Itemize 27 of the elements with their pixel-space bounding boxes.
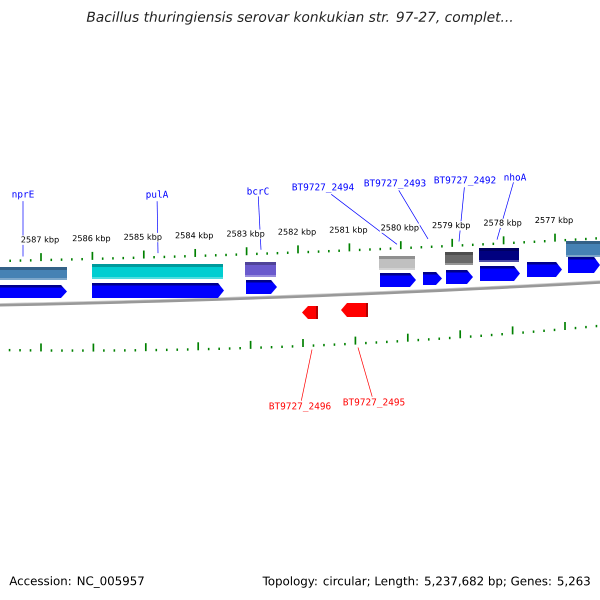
tick-label: 2584 kbp [174, 231, 214, 241]
leader-line [398, 190, 428, 240]
gene-label: nprE [12, 190, 34, 200]
footer-text: Topology: circular; Length: 5,237,682 bp; Genes: 5,263 [262, 576, 590, 588]
tick-label: 2577 kbp [534, 216, 574, 226]
gene-label: BT9727_2494 [292, 183, 354, 193]
gene-label: pulA [146, 190, 168, 200]
tick-label: 2583 kbp [226, 230, 266, 239]
leader-line [358, 347, 373, 398]
tick-label: 2579 kbp [431, 221, 472, 231]
leader-line [300, 349, 312, 402]
tick-label: 2580 kbp [380, 224, 420, 233]
gene-label: BT9727_2495 [344, 398, 404, 408]
tick-label: 2578 kbp [482, 218, 523, 228]
gene-label: bcrC [248, 187, 269, 195]
footer-text: Accession: NC_005957 [9, 576, 144, 588]
gene-label: BT9727_2496 [270, 402, 331, 412]
gene-label: nhoA [504, 173, 526, 181]
title: Bacillus thuringiensis serovar konkukian str. 97-27, complet... [86, 11, 512, 25]
gene-label: BT9727_2492 [434, 176, 496, 186]
gene-label: BT9727_2493 [364, 179, 426, 189]
tick-label: 2585 kbp [122, 232, 163, 242]
tick-label: 2582 kbp [277, 228, 317, 238]
tick-label: 2581 kbp [328, 226, 368, 236]
leader-line [330, 194, 398, 245]
tick-label: 2587 kbp [20, 236, 60, 245]
tick-label: 2586 kbp [72, 234, 112, 244]
